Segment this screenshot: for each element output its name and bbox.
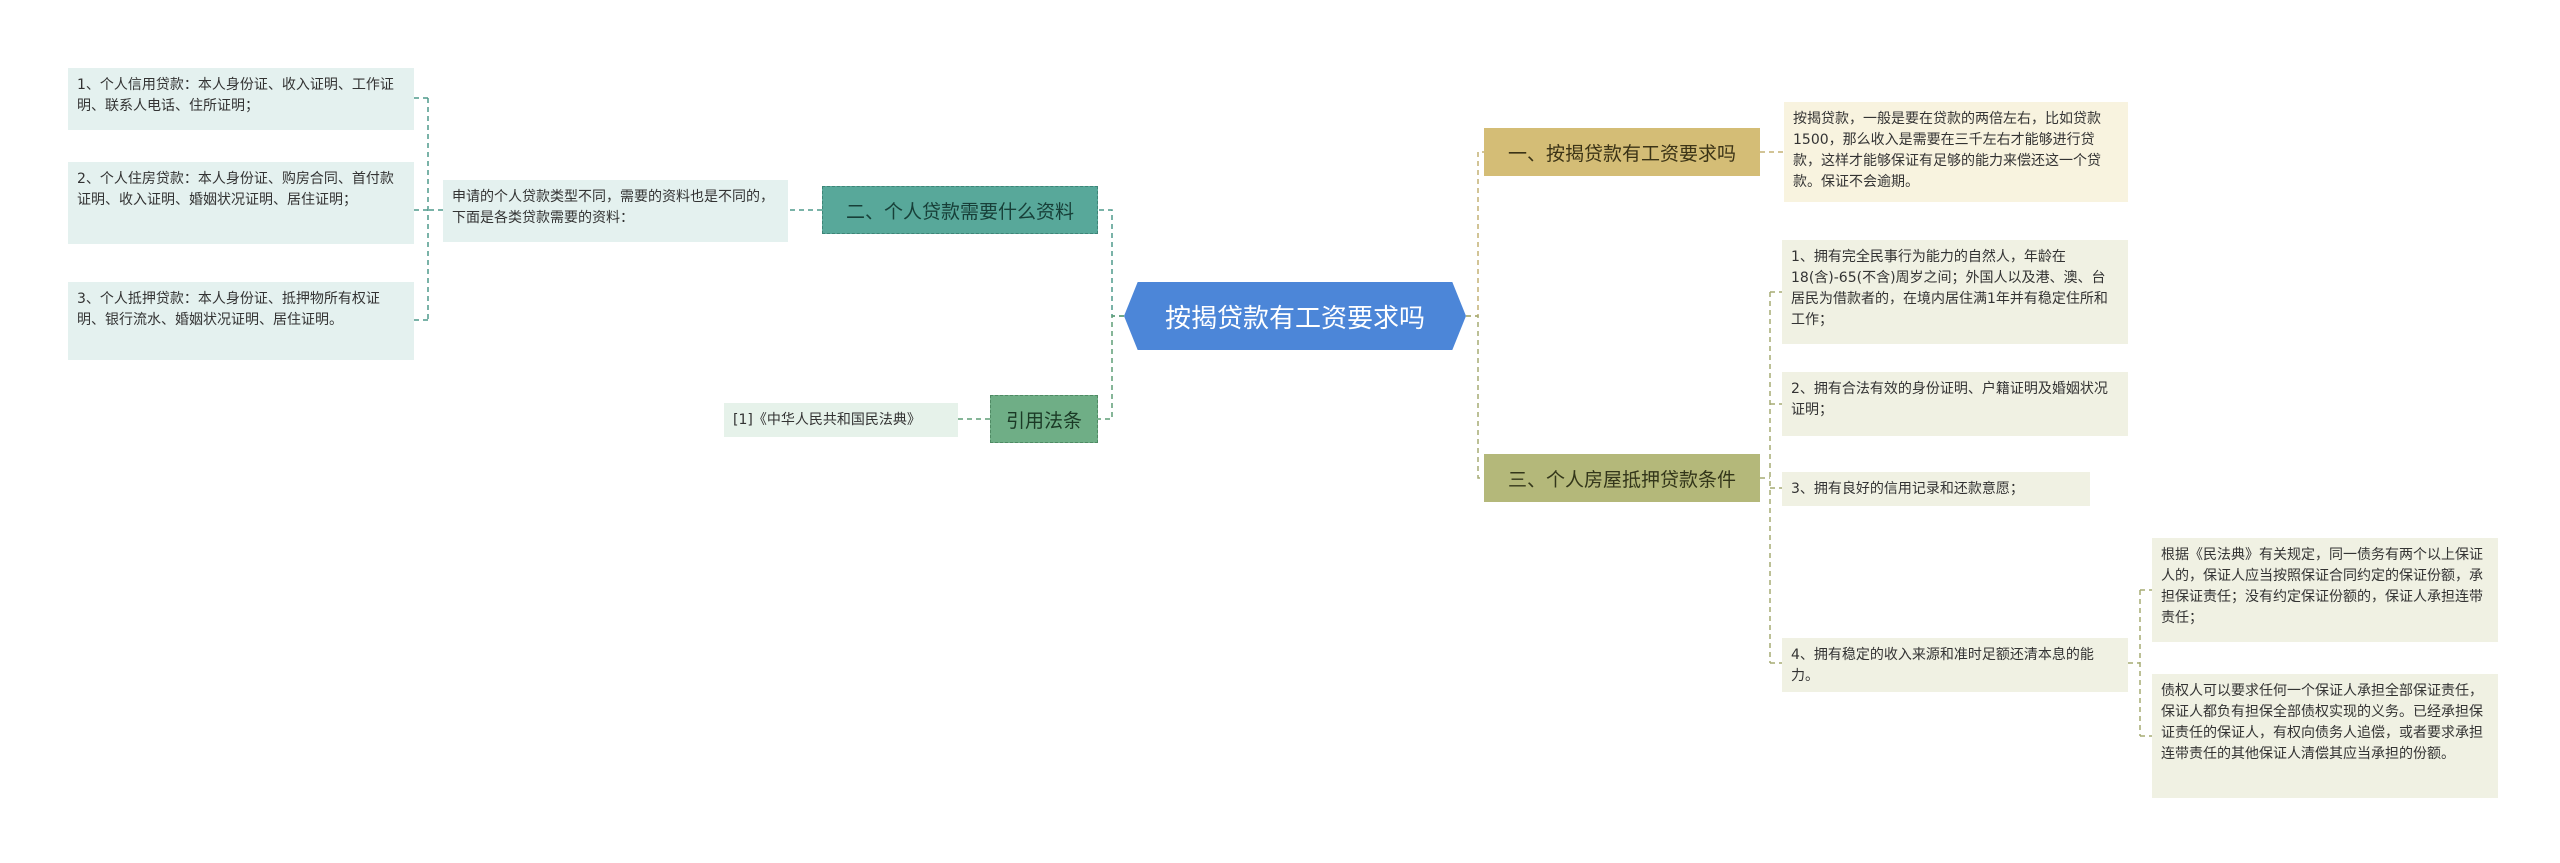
- loan-document-item-text: 2、个人住房贷款：本人身份证、购房合同、首付款证明、收入证明、婚姻状况证明、居住…: [77, 171, 394, 208]
- branch-mortgage-conditions-label: 三、个人房屋抵押贷款条件: [1507, 468, 1736, 491]
- root-topic-label: 按揭贷款有工资要求吗: [1164, 303, 1425, 334]
- loan-document-item[interactable]: 2、个人住房贷款：本人身份证、购房合同、首付款证明、收入证明、婚姻状况证明、居住…: [68, 162, 414, 244]
- mortgage-condition-item-text: 3、拥有良好的信用记录和还款意愿；: [1791, 481, 2024, 497]
- salary-requirement-detail[interactable]: 按揭贷款，一般是要在贷款的两倍左右，比如贷款1500，那么收入是需要在三千左右才…: [1784, 102, 2128, 202]
- loan-document-item-text: 3、个人抵押贷款：本人身份证、抵押物所有权证明、银行流水、婚姻状况证明、居住证明…: [77, 291, 380, 328]
- salary-requirement-detail-text: 按揭贷款，一般是要在贷款的两倍左右，比如贷款1500，那么收入是需要在三千左右才…: [1793, 111, 2101, 190]
- mortgage-condition-item[interactable]: 1、拥有完全民事行为能力的自然人，年龄在18(含)-65(不含)周岁之间；外国人…: [1782, 240, 2128, 344]
- civil-code-guarantee-note[interactable]: 根据《民法典》有关规定，同一债务有两个以上保证人的，保证人应当按照保证合同约定的…: [2152, 538, 2498, 642]
- mortgage-condition-item-text: 1、拥有完全民事行为能力的自然人，年龄在18(含)-65(不含)周岁之间；外国人…: [1791, 249, 2108, 328]
- loan-documents-intro-text: 申请的个人贷款类型不同，需要的资料也是不同的，下面是各类贷款需要的资料：: [452, 189, 774, 226]
- branch-mortgage-conditions[interactable]: 三、个人房屋抵押贷款条件: [1484, 454, 1760, 502]
- loan-document-item-text: 1、个人信用贷款：本人身份证、收入证明、工作证明、联系人电话、住所证明；: [77, 77, 394, 114]
- citation-item-text: [1]《中华人民共和国民法典》: [733, 412, 921, 428]
- loan-documents-intro[interactable]: 申请的个人贷款类型不同，需要的资料也是不同的，下面是各类贷款需要的资料：: [443, 180, 788, 242]
- branch-salary-requirement-label: 一、按揭贷款有工资要求吗: [1507, 142, 1736, 165]
- mortgage-condition-item[interactable]: 4、拥有稳定的收入来源和准时足额还清本息的能力。: [1782, 638, 2128, 692]
- branch-citations[interactable]: 引用法条: [990, 395, 1098, 443]
- creditor-rights-note[interactable]: 债权人可以要求任何一个保证人承担全部保证责任，保证人都负有担保全部债权实现的义务…: [2152, 674, 2498, 798]
- loan-document-item[interactable]: 3、个人抵押贷款：本人身份证、抵押物所有权证明、银行流水、婚姻状况证明、居住证明…: [68, 282, 414, 360]
- root-topic[interactable]: 按揭贷款有工资要求吗: [1124, 282, 1466, 350]
- civil-code-guarantee-note-text: 根据《民法典》有关规定，同一债务有两个以上保证人的，保证人应当按照保证合同约定的…: [2161, 547, 2483, 626]
- creditor-rights-note-text: 债权人可以要求任何一个保证人承担全部保证责任，保证人都负有担保全部债权实现的义务…: [2161, 683, 2483, 762]
- branch-salary-requirement[interactable]: 一、按揭贷款有工资要求吗: [1484, 128, 1760, 176]
- mortgage-condition-item-text: 4、拥有稳定的收入来源和准时足额还清本息的能力。: [1791, 647, 2094, 684]
- branch-loan-documents[interactable]: 二、个人贷款需要什么资料: [822, 186, 1098, 234]
- mortgage-condition-item[interactable]: 3、拥有良好的信用记录和还款意愿；: [1782, 472, 2090, 506]
- branch-citations-label: 引用法条: [1005, 409, 1082, 432]
- loan-document-item[interactable]: 1、个人信用贷款：本人身份证、收入证明、工作证明、联系人电话、住所证明；: [68, 68, 414, 130]
- mortgage-condition-item[interactable]: 2、拥有合法有效的身份证明、户籍证明及婚姻状况证明；: [1782, 372, 2128, 436]
- citation-item[interactable]: [1]《中华人民共和国民法典》: [724, 403, 958, 437]
- mortgage-condition-item-text: 2、拥有合法有效的身份证明、户籍证明及婚姻状况证明；: [1791, 381, 2108, 418]
- branch-loan-documents-label: 二、个人贷款需要什么资料: [845, 200, 1074, 223]
